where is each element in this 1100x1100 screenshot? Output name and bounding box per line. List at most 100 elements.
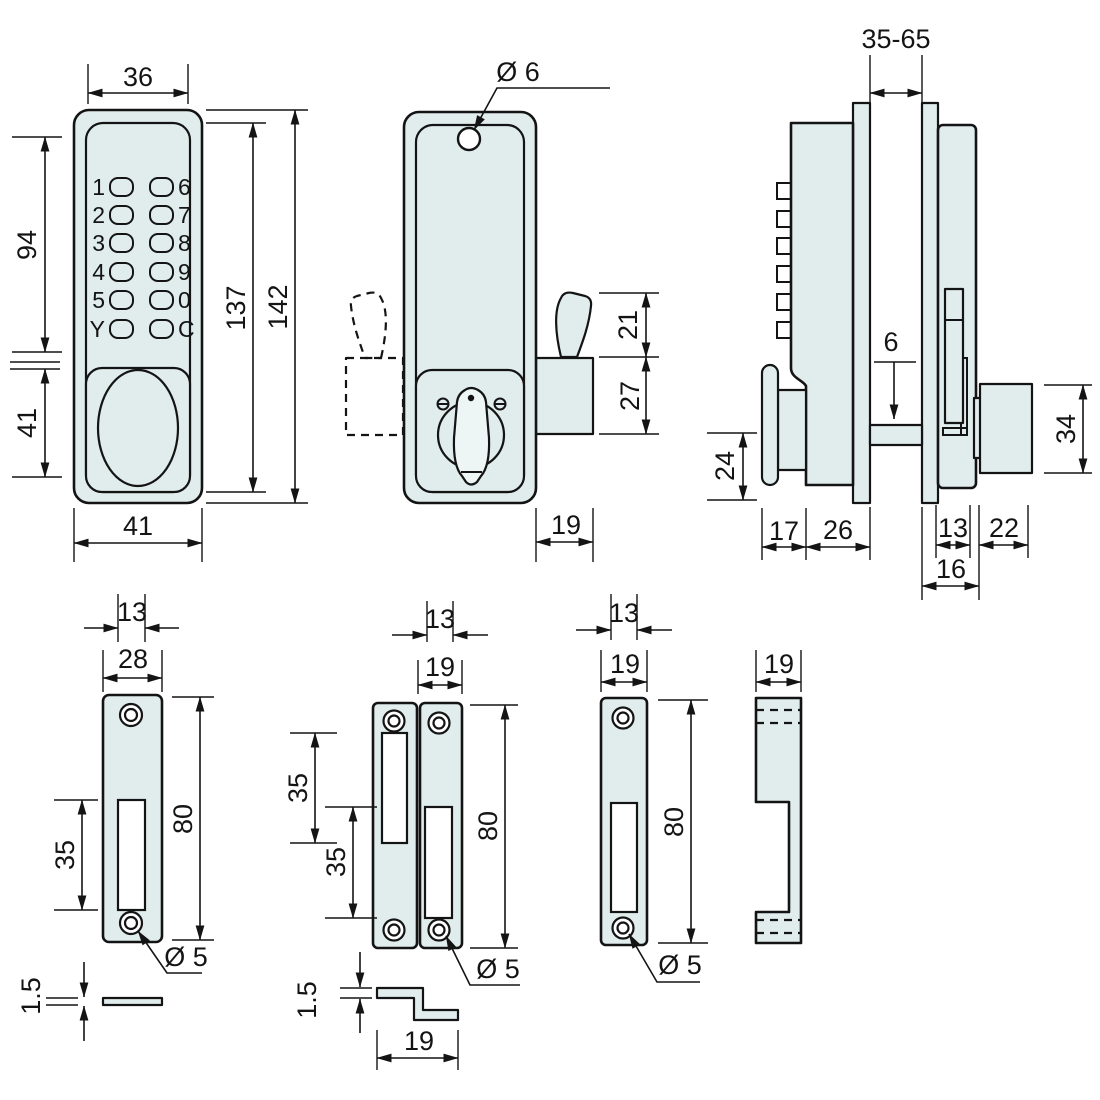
screw-hole-inner — [432, 716, 446, 730]
keypad-button — [149, 233, 174, 253]
dim-label-knob-section-height: 41 — [12, 408, 42, 438]
keypad-label: 4 — [92, 259, 105, 285]
strike-b-profile — [375, 986, 460, 1022]
dim-label-total-height: 142 — [263, 284, 293, 329]
strike-plate-cranked: 13 19 35 35 80 Ø 5 1.5 19 — [283, 601, 520, 1070]
keypad-label: 0 — [178, 287, 191, 313]
dim-label-knob-height: 24 — [710, 451, 740, 481]
dim-label-lever-height: 21 — [613, 310, 643, 340]
screw-hole-inner — [616, 921, 630, 935]
back-latch-lever — [555, 291, 593, 359]
keypad-button — [109, 319, 134, 339]
door-face-plate-inner — [920, 101, 940, 505]
side-view: 35-65 6 24 34 17 26 13 22 16 — [707, 24, 1092, 600]
strike-plate-flat-wide: 13 28 80 35 Ø 5 1.5 — [16, 594, 214, 1041]
keypad-button — [149, 177, 174, 197]
back-view: Ø 6 21 27 19 — [344, 57, 659, 562]
keypad-button-bumps — [776, 182, 792, 339]
hidden-bolt-outline — [344, 356, 405, 437]
dim-label-bolt-depth: 22 — [989, 513, 1019, 543]
mounting-hole — [456, 126, 482, 152]
dim-label-side-bolt-height: 34 — [1051, 414, 1081, 444]
dim-label-thickness: 1.5 — [292, 981, 322, 1019]
strike-profile-channel: 19 — [754, 649, 803, 945]
strike-d-profile — [754, 696, 803, 945]
screw-hole-inner — [432, 923, 446, 937]
dim-label-door-thickness: 35-65 — [861, 24, 930, 54]
back-latch-bolt — [534, 356, 595, 436]
dim-label-inner-height: 137 — [221, 285, 251, 330]
keypad-button — [149, 205, 174, 225]
strike-b-lower-slot — [423, 805, 454, 920]
keypad-label: 9 — [178, 259, 191, 285]
dim-label-plate-width: 19 — [425, 652, 455, 682]
dim-label-hole-diameter: Ø 5 — [658, 950, 702, 980]
keypad-label: Y — [90, 316, 105, 342]
dim-label-slot-width: 13 — [425, 604, 455, 634]
knob-profile — [760, 363, 780, 487]
door-face-plate-outer — [851, 101, 872, 505]
dim-label-slot-width: 13 — [609, 598, 639, 628]
dim-label-hole-diameter: Ø 5 — [164, 942, 208, 972]
dim-label-hole-diameter: Ø 6 — [496, 57, 540, 87]
keypad-label: 6 — [178, 174, 191, 200]
dim-label-top-width: 36 — [123, 62, 153, 92]
keypad-label: 7 — [178, 202, 191, 228]
keypad-label: C — [178, 316, 195, 342]
spindle-bar — [868, 423, 924, 447]
strike-c-slot — [609, 801, 639, 914]
dim-label-plate-height: 80 — [168, 804, 198, 834]
keypad-button — [109, 290, 134, 310]
dim-label-bottom-width: 41 — [123, 511, 153, 541]
dim-label-thickness: 1.5 — [16, 977, 46, 1015]
dim-label-hole-diameter: Ø 5 — [476, 954, 520, 984]
screw-hole-inner — [123, 707, 139, 723]
keypad-label: 5 — [92, 287, 105, 313]
strike-a-edge-view — [101, 996, 164, 1007]
keypad-button — [149, 290, 174, 310]
dim-label-keypad-height: 94 — [12, 230, 42, 260]
thumbturn-foot — [942, 427, 968, 436]
dim-label-back-total-depth: 16 — [936, 554, 966, 584]
keypad-button — [109, 177, 134, 197]
keypad-label: 2 — [92, 202, 105, 228]
dim-label-front-body-depth: 26 — [823, 515, 853, 545]
front-knob-oval — [96, 368, 180, 488]
dim-label-plate-width: 28 — [118, 644, 148, 674]
screw-hole-inner — [387, 923, 401, 937]
strike-a-slot — [116, 798, 147, 912]
hidden-lever-outline — [349, 291, 387, 360]
keypad-label: 3 — [92, 230, 105, 256]
dim-label-plate-height: 80 — [473, 811, 503, 841]
dim-label-slot-height: 35 — [50, 840, 80, 870]
strike-plate-flat-narrow: 13 19 80 Ø 5 — [576, 594, 708, 983]
knob-stem-profile — [776, 388, 808, 472]
thumbturn-knob — [452, 386, 491, 486]
screw-hole-inner — [387, 714, 401, 728]
keypad-button — [149, 262, 174, 282]
dim-label-plate-width: 19 — [610, 649, 640, 679]
screw-hole-inner — [616, 711, 630, 725]
side-latch-bolt — [978, 382, 1034, 475]
keypad-button — [109, 233, 134, 253]
dim-label-width: 19 — [764, 649, 794, 679]
front-view: 1 2 3 4 5 Y 6 7 8 9 0 C 36 94 41 137 — [10, 62, 308, 562]
dim-label-bolt-height: 27 — [615, 381, 645, 411]
keypad-button — [109, 262, 134, 282]
thumbturn-profile — [943, 287, 965, 425]
thumbturn-dot — [467, 394, 475, 402]
dim-label-knob-depth: 17 — [769, 516, 799, 546]
dim-label-back-offset: 13 — [938, 513, 968, 543]
strike-b-upper-slot — [380, 731, 409, 845]
keypad-button — [149, 319, 174, 339]
dim-label-spindle: 6 — [883, 327, 898, 357]
dim-label-slot-width: 13 — [117, 597, 147, 627]
dim-label-upper-slot-height: 35 — [283, 773, 313, 803]
dim-label-bolt-width: 19 — [551, 510, 581, 540]
screw-hole-inner — [123, 915, 139, 931]
keypad-label: 1 — [92, 174, 105, 200]
keypad: 1 2 3 4 5 Y 6 7 8 9 0 C — [90, 174, 195, 342]
keypad-button — [109, 205, 134, 225]
